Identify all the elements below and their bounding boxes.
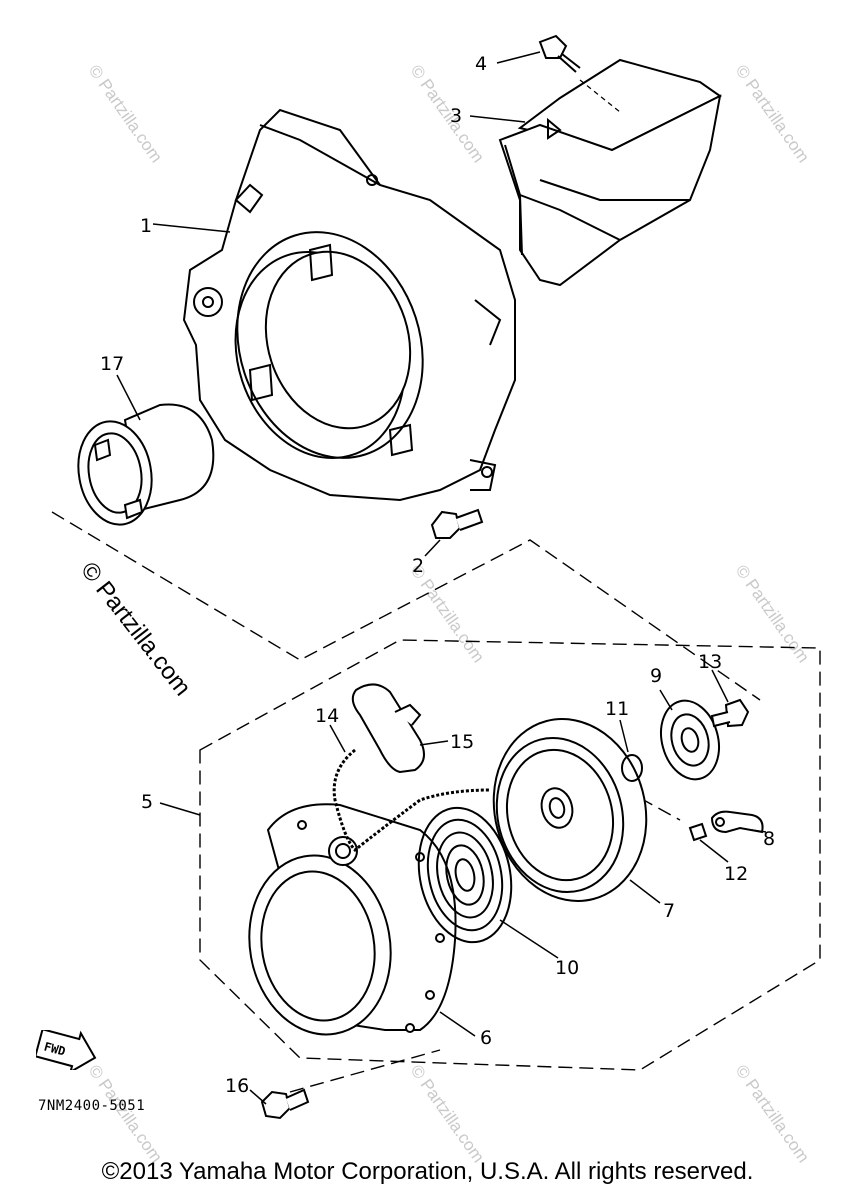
part-15-starter-handle <box>351 683 425 774</box>
part-7-rope-pulley <box>492 718 648 902</box>
watermark: © Partzilla.com <box>407 561 488 666</box>
leader-line <box>152 223 231 233</box>
part-9-drive-plate <box>660 699 720 781</box>
leader-line <box>469 115 526 123</box>
part-2-bolt <box>430 508 484 539</box>
label-part-10: 10 <box>555 957 579 979</box>
label-part-2: 2 <box>412 555 424 577</box>
part-3-air-duct <box>498 58 722 287</box>
label-part-14: 14 <box>315 705 339 727</box>
leader-line <box>629 879 661 904</box>
label-part-16: 16 <box>225 1075 249 1097</box>
leader-line <box>496 51 541 64</box>
part-12-screw <box>688 822 708 842</box>
label-part-5: 5 <box>141 791 153 813</box>
leader-line <box>439 1011 476 1037</box>
part-8-pawl <box>710 810 764 834</box>
leader-line <box>116 374 141 421</box>
label-part-4: 4 <box>475 53 487 75</box>
part-6-starter-case <box>248 803 457 1036</box>
part-17-collar <box>77 403 215 526</box>
leader-line <box>751 829 767 833</box>
watermark: © Partzilla.com <box>732 561 813 666</box>
label-part-3: 3 <box>450 105 462 127</box>
label-part-9: 9 <box>650 665 662 687</box>
watermark: © Partzilla.com <box>732 61 813 166</box>
leader-line <box>159 802 201 816</box>
label-part-13: 13 <box>698 651 722 673</box>
leader-line <box>424 539 441 557</box>
watermark: © Partzilla.com <box>407 61 488 166</box>
part-11-circlip <box>621 754 643 782</box>
leader-line <box>659 689 673 711</box>
leader-line <box>699 839 729 863</box>
leader-line <box>249 1089 267 1105</box>
part-labels: 1 2 3 4 5 6 7 8 9 10 11 12 13 14 15 16 1… <box>100 53 775 1097</box>
watermark-large: © Partzilla.com <box>75 557 196 701</box>
assembly-outline <box>51 511 821 1093</box>
label-part-1: 1 <box>140 215 152 237</box>
label-part-6: 6 <box>480 1027 492 1049</box>
label-part-11: 11 <box>605 698 629 720</box>
leader-line <box>499 919 559 959</box>
label-part-8: 8 <box>763 828 775 850</box>
leader-line <box>329 724 346 753</box>
part-13-bolt <box>710 698 750 728</box>
watermark: © Partzilla.com <box>407 1061 488 1166</box>
diagram-code: 7NM2400-5051 <box>38 1098 146 1114</box>
fwd-label: FWD <box>42 1039 67 1058</box>
label-part-15: 15 <box>450 731 474 753</box>
leader-line <box>619 719 629 753</box>
leader-line <box>419 740 449 746</box>
label-part-17: 17 <box>100 353 124 375</box>
part-4-bolt <box>538 34 581 73</box>
leader-line <box>711 669 729 703</box>
watermark: © Partzilla.com <box>732 1061 813 1166</box>
fwd-arrow-icon: FWD <box>36 1030 97 1070</box>
label-part-7: 7 <box>663 900 675 922</box>
copyright-notice: ©2013 Yamaha Motor Corporation, U.S.A. A… <box>101 1158 754 1185</box>
watermark: © Partzilla.com <box>85 61 166 166</box>
part-16-bolt <box>260 1088 310 1120</box>
part-10-spiral-spring <box>417 806 513 944</box>
part-1-fan-housing <box>182 108 516 502</box>
label-part-12: 12 <box>724 863 748 885</box>
